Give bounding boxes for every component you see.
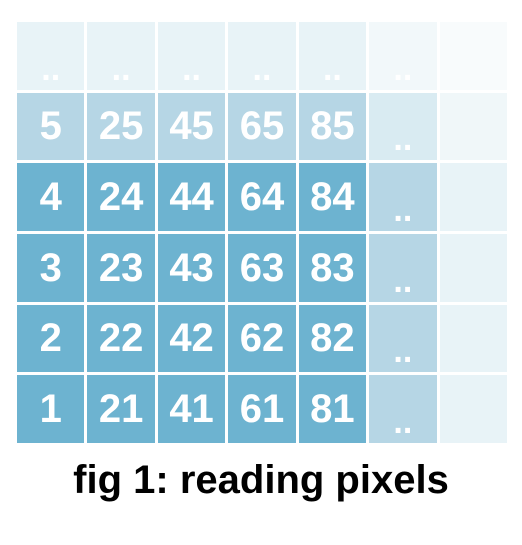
grid-cell: .. <box>369 92 437 161</box>
grid-cell: .. <box>369 233 437 302</box>
grid-cell: 85 <box>298 92 367 161</box>
grid-cell <box>439 233 507 302</box>
grid-cell: 84 <box>298 163 367 231</box>
grid-cell: .. <box>369 375 437 443</box>
grid-cell: 25 <box>87 92 155 161</box>
grid-cell: .. <box>369 304 437 373</box>
grid-cell: .. <box>369 22 437 90</box>
grid-cell: 3 <box>17 233 85 302</box>
grid-cell: .. <box>369 163 437 231</box>
grid-cell <box>439 304 507 373</box>
grid-cell: 22 <box>87 304 155 373</box>
grid-cell: 62 <box>228 304 296 373</box>
grid-cell: 42 <box>157 304 226 373</box>
grid-cell: 44 <box>157 163 226 231</box>
grid-cell: 5 <box>17 92 85 161</box>
grid-cell: 61 <box>228 375 296 443</box>
grid-cell: .. <box>157 22 226 90</box>
grid-cell: 4 <box>17 163 85 231</box>
grid-cell: 41 <box>157 375 226 443</box>
grid-cell: 43 <box>157 233 226 302</box>
grid-cell <box>439 163 507 231</box>
grid-cell: 65 <box>228 92 296 161</box>
grid-cell: 21 <box>87 375 155 443</box>
grid-cell: 2 <box>17 304 85 373</box>
grid-cell: 63 <box>228 233 296 302</box>
grid-cell: 45 <box>157 92 226 161</box>
grid-cell: .. <box>17 22 85 90</box>
grid-cell: .. <box>87 22 155 90</box>
grid-cell <box>439 92 507 161</box>
grid-cell: 64 <box>228 163 296 231</box>
figure-caption: fig 1: reading pixels <box>73 458 449 502</box>
grid-cell: .. <box>298 22 367 90</box>
grid-cell <box>439 375 507 443</box>
grid-cell <box>439 22 507 90</box>
grid-cell: 81 <box>298 375 367 443</box>
grid-cell: 1 <box>17 375 85 443</box>
grid-cell: 82 <box>298 304 367 373</box>
grid-cell: 83 <box>298 233 367 302</box>
grid-cell: 24 <box>87 163 155 231</box>
grid-cell: .. <box>228 22 296 90</box>
grid-cell: 23 <box>87 233 155 302</box>
